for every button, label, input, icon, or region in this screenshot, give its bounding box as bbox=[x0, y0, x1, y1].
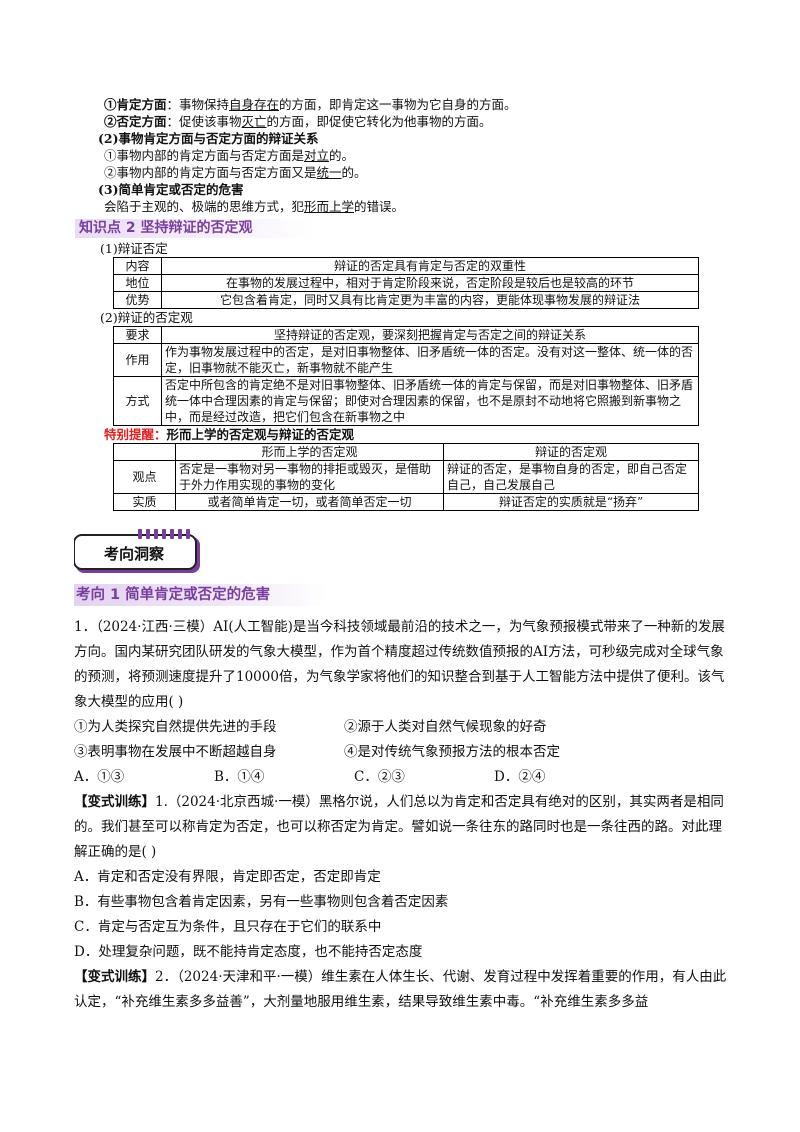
table-negation-view: 要求坚持辩证的否定观，要深刻把握肯定与否定之间的辩证关系 作用作为事物发展过程中… bbox=[113, 326, 699, 426]
special-reminder: 特别提醒：形而上学的否定观与辩证的否定观 bbox=[104, 427, 355, 442]
table-comparison: 形而上学的否定观辩证的否定观 观点否定是一事物对另一事物的排拒或毁灭，是借助于外… bbox=[113, 443, 699, 511]
variant-1-choice-c: C．肯定与否定互为条件，且只存在于它们的联系中 bbox=[74, 919, 382, 935]
line-positive-aspect: ①肯定方面：事物保持自身存在的方面，即肯定这一事物为它自身的方面。 bbox=[104, 97, 517, 112]
variant-1-choice-d: D．处理复杂问题，既不能持肯定态度，也不能持否定态度 bbox=[74, 944, 423, 960]
table-row: 作用作为事物发展过程中的否定，是对旧事物整体、旧矛盾统一体的否定。没有对这一整体… bbox=[113, 343, 699, 377]
knowledge-summary: ①肯定方面：事物保持自身存在的方面，即肯定这一事物为它自身的方面。 ②否定方面：… bbox=[0, 96, 800, 511]
badge-label: 考向洞察 bbox=[104, 545, 165, 563]
questions: 1．（2024·江西·三模）AI(人工智能)是当今科技领域最前沿的技术之一，为气… bbox=[74, 615, 734, 1015]
variant-1-choice-b: B．有些事物包含着肯定因素，另有一些事物则包含着否定因素 bbox=[74, 894, 449, 910]
variant-2-stem: 【变式训练】2．（2024·天津和平·一模）维生素在人体生长、代谢、发育过程中发… bbox=[74, 969, 727, 1010]
line-unity: ②事物内部的肯定方面与否定方面又是统一的。 bbox=[104, 165, 367, 180]
line-opposition: ①事物内部的肯定方面与否定方面是对立的。 bbox=[104, 148, 355, 163]
table-row: 观点否定是一事物对另一事物的排拒或毁灭，是借助于外力作用实现的事物的变化辩证的否… bbox=[113, 460, 699, 494]
badge-binding-rings bbox=[138, 529, 190, 539]
table-dialectical-negation: 内容辩证的否定具有肯定与否定的双重性 地位在事物的发展过程中，相对于肯定阶段来说… bbox=[113, 257, 699, 309]
table-row: 实质或者简单肯定一切，或者简单否定一切辩证否定的实质就是“扬弃” bbox=[113, 493, 699, 511]
table-row: 要求坚持辩证的否定观，要深刻把握肯定与否定之间的辩证关系 bbox=[113, 326, 699, 344]
line-negative-aspect: ②否定方面：促使该事物灭亡的方面，即促使它转化为他事物的方面。 bbox=[104, 114, 492, 129]
section-title: 考向 1 简单肯定或否定的危害 bbox=[74, 584, 326, 606]
knowledge-point-title: 知识点 2 坚持辩证的否定观 bbox=[75, 219, 313, 238]
line-heading-relation: (2)事物肯定方面与否定方面的辩证关系 bbox=[98, 131, 319, 146]
table-row: 优势它包含着肯定，同时又具有比肯定更为丰富的内容，更能体现事物发展的辩证法 bbox=[113, 291, 699, 309]
table-row: 方式否定中所包含的肯定绝不是对旧事物整体、旧矛盾统一体的肯定与保留，而是对旧事物… bbox=[113, 376, 699, 426]
variant-1-stem: 【变式训练】1.（2024·北京西城·一模）黑格尔说，人们总以为肯定和否定具有绝… bbox=[74, 794, 724, 860]
table-row: 内容辩证的否定具有肯定与否定的双重性 bbox=[113, 257, 699, 275]
question-1-stem: 1．（2024·江西·三模）AI(人工智能)是当今科技领域最前沿的技术之一，为气… bbox=[74, 619, 725, 710]
variant-1-choice-a: A．肯定和否定没有界限，肯定即否定，否定即肯定 bbox=[74, 869, 381, 885]
table-header-row: 形而上学的否定观辩证的否定观 bbox=[113, 443, 699, 461]
line-heading-danger: (3)简单肯定或否定的危害 bbox=[98, 182, 244, 197]
table1-heading: (1)辩证否定 bbox=[100, 241, 168, 256]
table2-heading: (2)辩证的否定观 bbox=[100, 310, 193, 325]
section-badge: 考向洞察 bbox=[74, 529, 200, 573]
badge-frame bbox=[74, 534, 197, 570]
line-metaphysics: 会陷于主观的、极端的思维方式，犯形而上学的错误。 bbox=[104, 199, 405, 214]
table-row: 地位在事物的发展过程中，相对于肯定阶段来说，否定阶段是较后也是较高的环节 bbox=[113, 274, 699, 292]
